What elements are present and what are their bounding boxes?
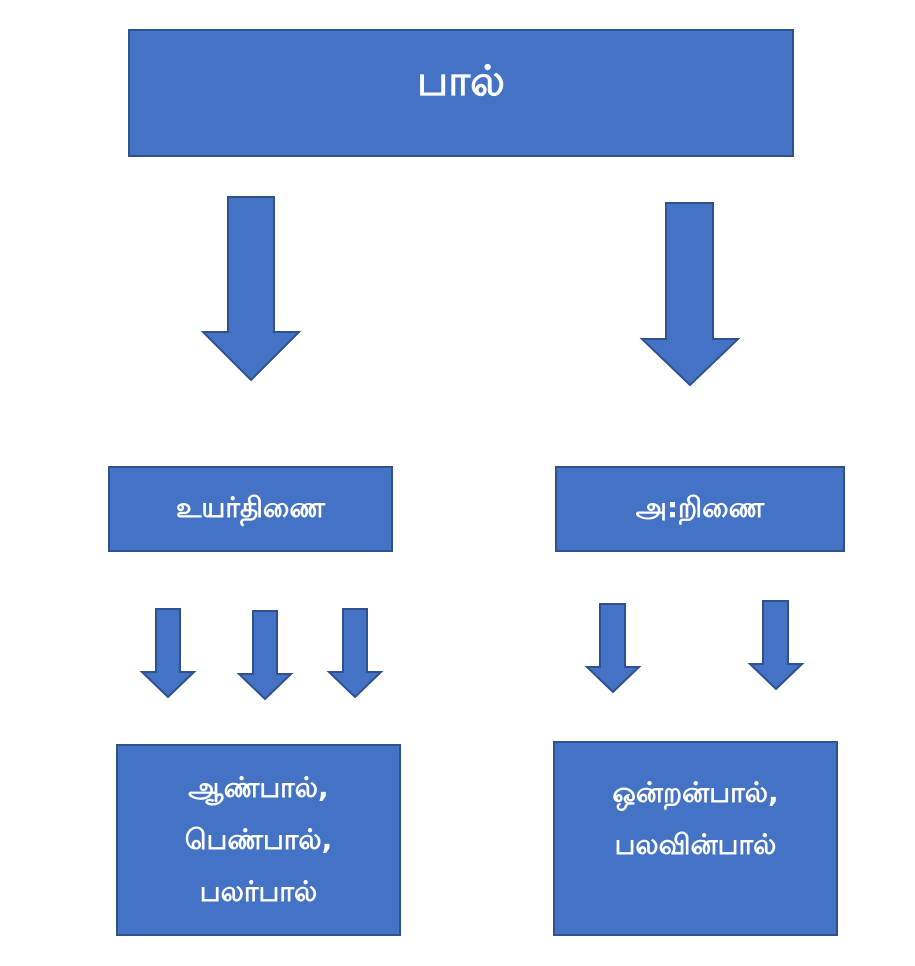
leaf-label: ஒன்றன்பால், xyxy=(612,775,779,809)
root-label: பால் xyxy=(416,55,506,105)
down-arrow-icon xyxy=(236,610,294,701)
down-arrow-icon xyxy=(139,608,197,699)
arrow-root-to-akrinai xyxy=(639,202,741,387)
leaf-node-akrinai: ஒன்றன்பால், பலவின்பால் xyxy=(553,741,838,936)
leaf-node-uyarthinai: ஆண்பால், பெண்பால், பலர்பால் xyxy=(116,744,401,936)
leaf-label: பலர்பால் xyxy=(199,875,318,908)
down-arrow-icon xyxy=(639,202,741,387)
arrow-uyarthinai-3 xyxy=(326,608,384,699)
branch-node-uyarthinai: உயர்திணை xyxy=(108,466,393,552)
arrow-akrinai-2 xyxy=(747,600,805,691)
branch-node-akrinai: அ:றிணை xyxy=(555,466,845,552)
leaf-label: ஆண்பால், xyxy=(188,771,329,804)
branch-label-akrinai: அ:றிணை xyxy=(635,490,765,524)
down-arrow-icon xyxy=(747,600,805,691)
down-arrow-icon xyxy=(326,608,384,699)
down-arrow-icon xyxy=(200,196,302,382)
arrow-akrinai-1 xyxy=(584,603,642,694)
arrow-uyarthinai-2 xyxy=(236,610,294,701)
down-arrow-icon xyxy=(584,603,642,694)
leaf-label: பலவின்பால் xyxy=(614,827,777,861)
root-node: பால் xyxy=(128,29,794,157)
branch-label-uyarthinai: உயர்திணை xyxy=(175,490,326,524)
arrow-root-to-uyarthinai xyxy=(200,196,302,382)
leaf-label: பெண்பால், xyxy=(184,823,333,856)
arrow-uyarthinai-1 xyxy=(139,608,197,699)
